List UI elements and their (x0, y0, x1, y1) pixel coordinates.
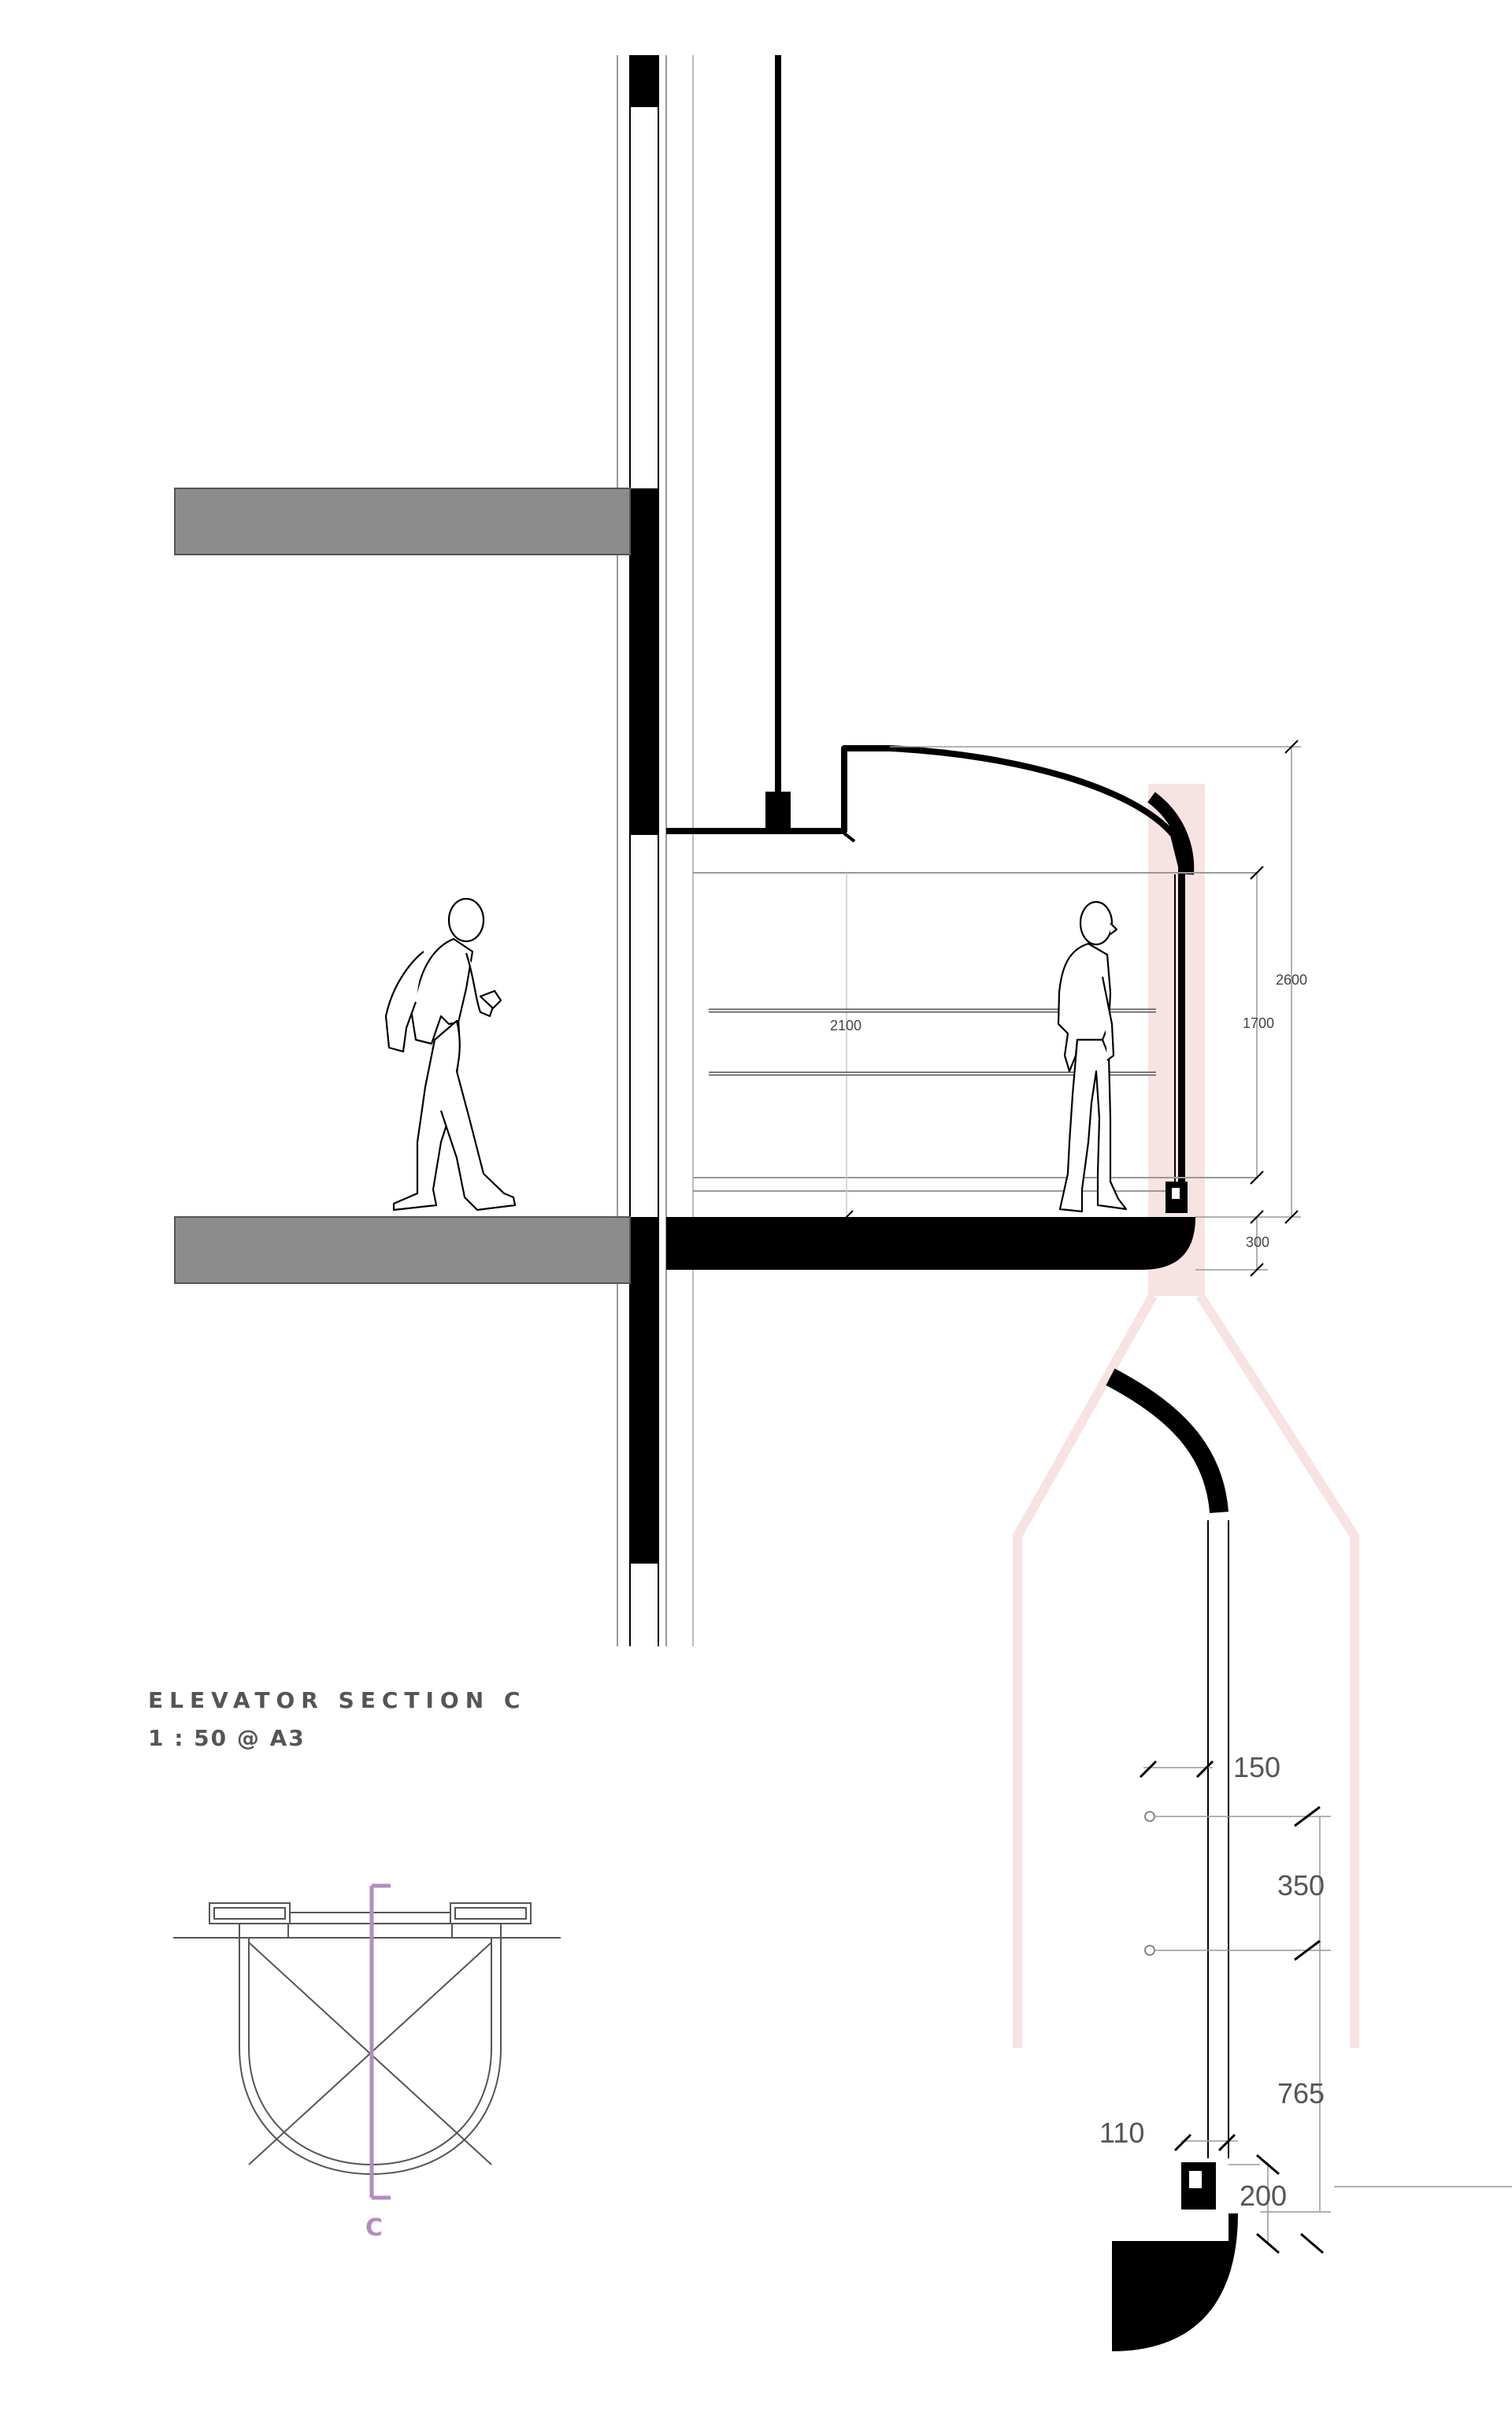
person-walking-figure (384, 897, 517, 1211)
main-dimension-ticks (839, 740, 1299, 1277)
enlarged-detail (1106, 1368, 1331, 2351)
dim-1700-label: 1700 (1243, 1015, 1274, 1031)
detail-dimension-ticks (1139, 1760, 1324, 2254)
dim-200-label: 200 (1240, 2180, 1287, 2212)
detail-dimension-lines (1143, 1767, 1512, 2245)
drawing-title: ELEVATOR SECTION C (148, 1687, 526, 1713)
upper-floor-slab (174, 488, 631, 555)
key-plan (173, 1902, 561, 2176)
dim-765-label: 765 (1277, 2077, 1325, 2109)
suspension-cable (765, 55, 791, 831)
main-dimension-lines (890, 746, 1301, 1271)
detail-highlight (1013, 784, 1359, 2048)
drawing-scale: 1 : 50 @ A3 (148, 1725, 306, 1751)
dim-2600-label: 2600 (1276, 972, 1307, 988)
lower-floor-slab (174, 1216, 631, 1284)
dim-2100-label: 2100 (830, 1018, 862, 1033)
dim-300-label: 300 (1246, 1234, 1269, 1250)
section-cut-line (369, 1883, 391, 2200)
dim-150-label: 150 (1233, 1751, 1280, 1783)
person-standing-figure (1057, 900, 1128, 1213)
section-marker-label: C (365, 2214, 383, 2242)
shaft-wall (617, 55, 694, 1646)
dim-110-label: 110 (1099, 2117, 1144, 2149)
dim-350-label: 350 (1277, 1869, 1325, 1902)
